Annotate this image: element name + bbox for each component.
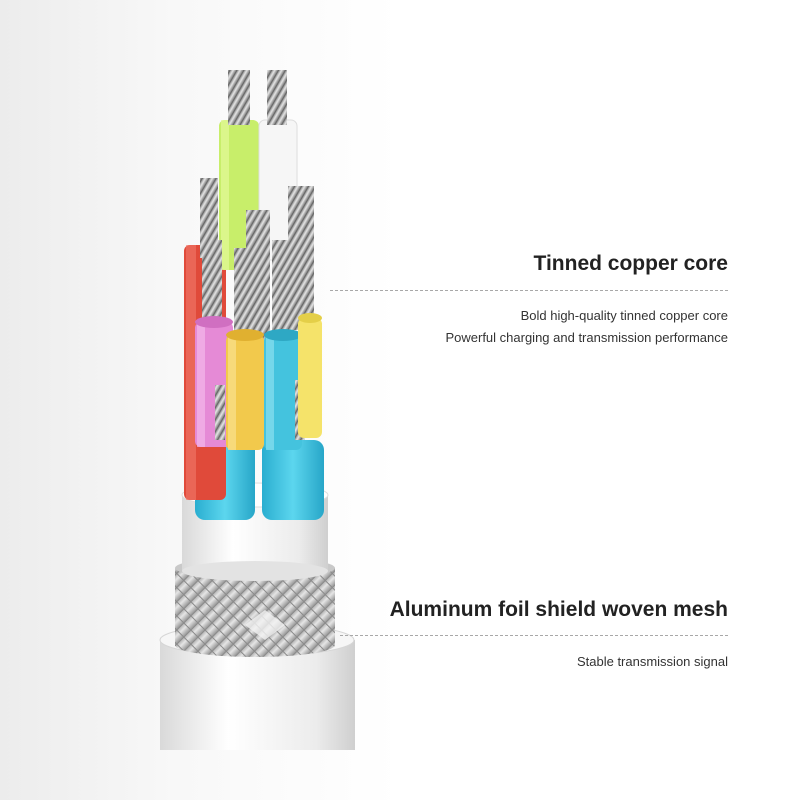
callout-desc-core-line1: Bold high-quality tinned copper core	[520, 308, 728, 323]
light-yellow-wire	[298, 313, 322, 438]
bare-copper-strands	[200, 178, 314, 350]
callout-divider-shield	[340, 635, 728, 636]
pink-wire	[195, 316, 233, 447]
callout-desc-shield-line1: Stable transmission signal	[576, 654, 728, 669]
callout-divider-core	[330, 290, 728, 291]
callout-title-core: Tinned copper core	[533, 252, 729, 275]
callout-desc-core-line2: Powerful charging and transmission perfo…	[445, 330, 728, 345]
callout-title-shield: Aluminum foil shield woven mesh	[389, 598, 728, 621]
yellow-wire	[226, 329, 264, 450]
